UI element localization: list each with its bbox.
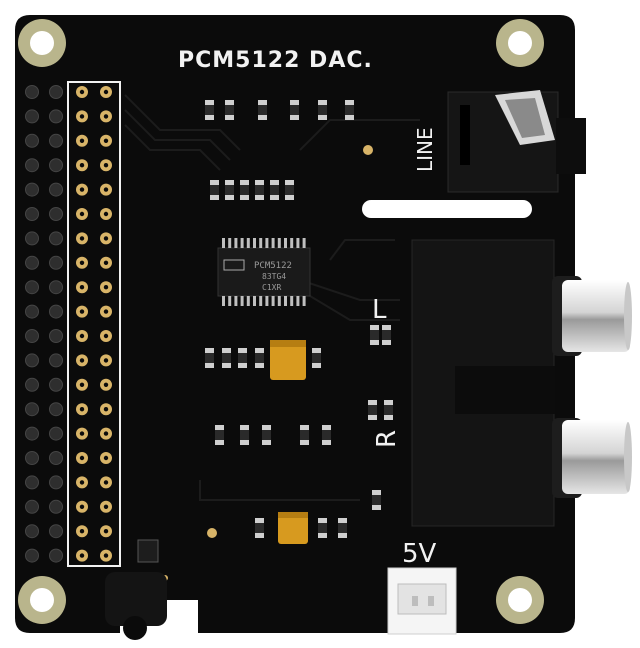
left-channel-label: L <box>372 295 387 325</box>
header-pin <box>49 475 63 490</box>
header-pin <box>25 133 39 148</box>
test-pad <box>363 145 373 155</box>
header-pin <box>49 133 63 148</box>
board-title: PCM5122 DAC. <box>178 48 373 73</box>
header-pin <box>49 182 63 197</box>
smd-component <box>210 180 219 200</box>
header-pin <box>25 231 39 246</box>
smd-component <box>205 348 214 368</box>
header-pin <box>25 85 39 99</box>
chip-marking-line3: C1XR <box>262 283 281 292</box>
gpio-header <box>25 85 112 563</box>
smd-component <box>290 100 299 120</box>
mounting-hole-top-left <box>18 19 66 67</box>
smd-component <box>285 180 294 200</box>
circuit-traces <box>124 94 420 501</box>
header-pin <box>25 402 39 417</box>
header-pin <box>25 499 39 514</box>
test-pad <box>207 528 217 538</box>
header-pin <box>25 548 39 563</box>
rca-jack-left <box>552 276 632 356</box>
smd-component <box>318 518 327 538</box>
right-channel-label: R <box>372 430 402 448</box>
smd-component <box>222 348 231 368</box>
smd-component <box>382 325 391 345</box>
mounting-hole-bottom-right <box>496 576 544 624</box>
smd-component <box>215 425 224 445</box>
smd-component <box>300 425 309 445</box>
smd-component <box>372 490 381 510</box>
chip-marking-line2: 83TG4 <box>262 272 286 281</box>
smd-component <box>370 325 379 345</box>
header-pin <box>25 426 39 441</box>
header-pin <box>25 158 39 173</box>
smd-component <box>255 518 264 538</box>
mounting-hole-top-right <box>496 19 544 67</box>
line-out-jack <box>447 90 586 193</box>
smd-component <box>322 425 331 445</box>
smd-component <box>225 100 234 120</box>
tantalum-capacitor-1 <box>270 340 306 380</box>
header-pin <box>49 85 63 99</box>
smd-components <box>205 100 393 538</box>
header-pin <box>49 231 63 246</box>
bottom-component <box>105 539 167 640</box>
chip-marking-line1: PCM5122 <box>254 261 292 271</box>
header-pin <box>49 353 63 368</box>
smd-component <box>312 348 321 368</box>
header-pin <box>49 109 63 124</box>
header-pin <box>49 499 63 514</box>
header-pin <box>25 329 39 343</box>
power-label: 5V <box>402 539 437 569</box>
smd-component <box>384 400 393 420</box>
tantalum-capacitor-2 <box>278 512 308 544</box>
line-label: LINE <box>413 127 437 172</box>
smd-component <box>225 180 234 200</box>
header-pin <box>25 353 39 368</box>
smd-component <box>255 180 264 200</box>
header-pin <box>25 524 39 539</box>
header-pin <box>49 524 63 539</box>
header-pin <box>49 158 63 173</box>
header-pin <box>49 451 63 465</box>
header-pin <box>49 255 63 270</box>
smd-component <box>255 348 264 368</box>
header-pin <box>49 377 63 392</box>
smd-component <box>270 180 279 200</box>
header-pin <box>25 475 39 490</box>
header-pin <box>49 426 63 441</box>
smd-component <box>258 100 267 120</box>
smd-component <box>338 518 347 538</box>
smd-component <box>345 100 354 120</box>
header-pin <box>49 402 63 417</box>
header-pin <box>25 304 39 319</box>
header-pin <box>49 548 63 563</box>
header-pin <box>49 207 63 221</box>
smd-component <box>238 348 247 368</box>
header-pin <box>49 329 63 343</box>
header-pin <box>25 207 39 221</box>
smd-component <box>368 400 377 420</box>
header-silk-outline <box>67 81 121 567</box>
header-pin <box>49 280 63 295</box>
dac-chip: PCM5122 83TG4 C1XR <box>217 238 311 306</box>
header-pin <box>25 182 39 197</box>
smd-component <box>205 100 214 120</box>
smd-component <box>262 425 271 445</box>
rca-connector-block <box>411 239 555 527</box>
header-pin <box>25 109 39 124</box>
header-pin <box>25 377 39 392</box>
smd-component <box>240 180 249 200</box>
header-pin <box>49 304 63 319</box>
power-connector <box>387 567 457 635</box>
mounting-hole-bottom-left <box>18 576 66 624</box>
header-pin <box>25 255 39 270</box>
smd-component <box>240 425 249 445</box>
smd-component <box>318 100 327 120</box>
header-pin <box>25 280 39 295</box>
header-pin <box>25 451 39 465</box>
rca-jack-right <box>552 418 632 498</box>
board-slot <box>362 200 532 218</box>
